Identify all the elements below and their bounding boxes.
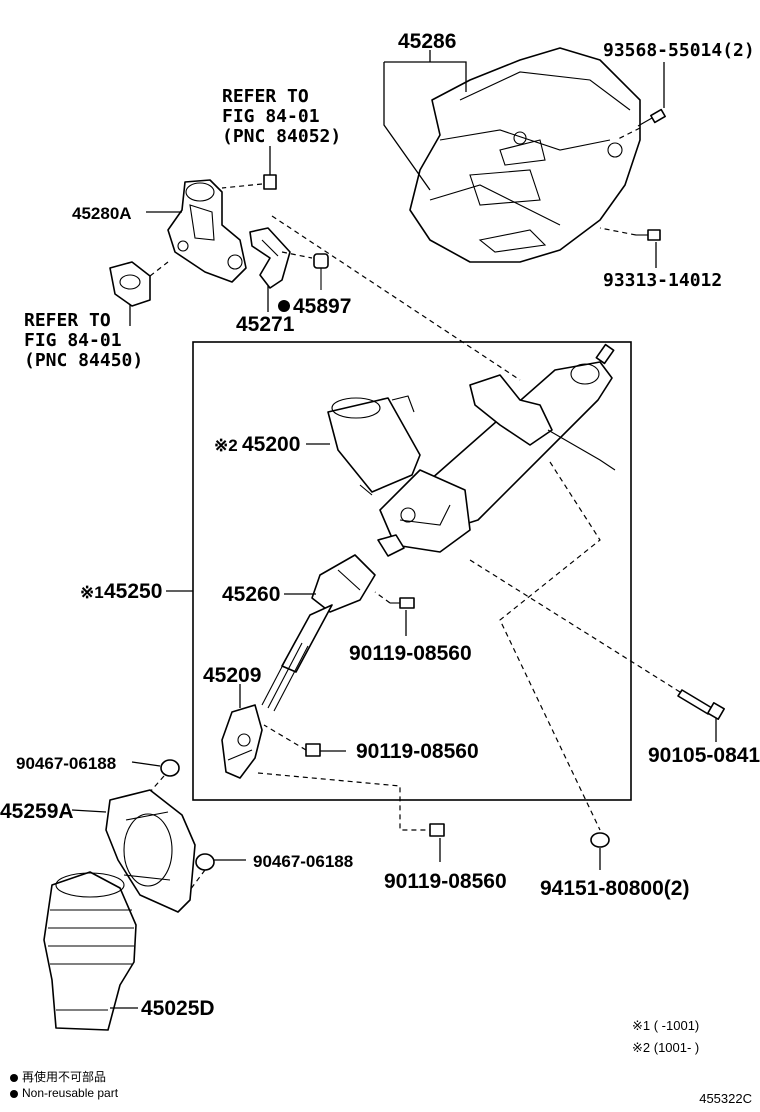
bolt-90119-c	[429, 823, 445, 837]
figure-id: 455322C	[699, 1091, 752, 1106]
universal-joint-45209	[221, 704, 263, 779]
label-90467-a: 90467-06188	[16, 754, 116, 773]
ref1-line1: REFER TO	[222, 86, 309, 107]
legend-dot-icon	[10, 1073, 18, 1082]
dash-90119-a	[374, 591, 391, 604]
label-45250: 45250	[104, 580, 162, 603]
note-range-1: ※1 ( -1001)	[632, 1018, 700, 1033]
label-45209: 45209	[203, 664, 261, 687]
label-45271: 45271	[236, 313, 295, 336]
dash-93568	[615, 127, 641, 141]
label-45286: 45286	[398, 30, 456, 53]
boot-45025D	[43, 871, 137, 1031]
label-93313: 93313-14012	[603, 270, 722, 291]
motor-45200	[327, 395, 421, 496]
label-45250-mark: ※1	[80, 583, 104, 602]
label-45897: 45897	[293, 295, 351, 318]
bracket-45271	[249, 227, 291, 289]
ref2-line1: REFER TO	[24, 310, 111, 331]
label-90119-a: 90119-08560	[349, 642, 472, 665]
legend-text-jp: 再使用不可部品	[22, 1070, 107, 1084]
leader-45286	[383, 50, 467, 191]
non-reusable-dot	[278, 300, 290, 312]
label-45200: 45200	[242, 433, 300, 456]
label-90119-c: 90119-08560	[384, 870, 507, 893]
screw-93313	[636, 229, 661, 241]
label-45200-mark: ※2	[214, 436, 238, 455]
label-45260: 45260	[222, 583, 280, 606]
label-45259A: 45259A	[0, 800, 74, 823]
assembly-box-45250	[192, 341, 632, 801]
dash-93313	[599, 227, 637, 236]
bolt-90119-a	[390, 597, 415, 609]
label-90105: 90105-08410	[648, 744, 760, 767]
dash-90119-b	[263, 724, 307, 751]
dash-90467-a	[149, 775, 165, 793]
switch-clip-part	[263, 174, 277, 190]
ref1-line2: FIG 84-01	[222, 106, 320, 127]
dash-90105	[469, 559, 681, 693]
column-cover-part	[409, 47, 641, 263]
dash-ref2	[149, 261, 169, 277]
legend-text-en: Non-reusable part	[22, 1086, 119, 1100]
steering-column-part	[377, 343, 616, 557]
label-90467-b: 90467-06188	[253, 852, 353, 871]
clip-90467-a	[160, 759, 180, 777]
legend-line-en: Non-reusable part	[10, 1086, 118, 1100]
label-45025D: 45025D	[141, 997, 215, 1020]
bolt-45897	[313, 253, 329, 290]
ref1-line3: (PNC 84052)	[222, 126, 341, 147]
label-93568: 93568-55014(2)	[603, 40, 755, 61]
nut-94151	[590, 832, 610, 848]
bolt-90119-b	[305, 743, 321, 757]
lock-housing-45280A	[167, 179, 247, 283]
label-94151: 94151-80800(2)	[540, 877, 689, 900]
dash-90119-c	[257, 772, 430, 831]
dash-ref1	[221, 183, 263, 189]
dash-94151	[499, 461, 601, 831]
clip-90467-b	[195, 853, 215, 871]
ref2-line2: FIG 84-01	[24, 330, 122, 351]
label-45280A: 45280A	[72, 204, 132, 223]
leader-90467-a	[131, 761, 161, 767]
screw-93568	[637, 108, 666, 127]
note-range-2: ※2 (1001- )	[632, 1040, 700, 1055]
legend-dot-icon	[10, 1089, 18, 1098]
lock-cylinder-part	[109, 261, 151, 307]
intermediate-shaft-45260	[261, 554, 376, 712]
label-90119-b: 90119-08560	[356, 740, 479, 763]
ref2-line3: (PNC 84450)	[24, 350, 143, 371]
dash-90467-b	[189, 869, 206, 891]
cover-45259A	[105, 789, 196, 913]
bolt-90105	[677, 689, 725, 720]
legend-line-jp: 再使用不可部品	[10, 1068, 106, 1085]
leader-45259A	[71, 809, 107, 813]
dash-lock-to-column	[271, 215, 521, 381]
